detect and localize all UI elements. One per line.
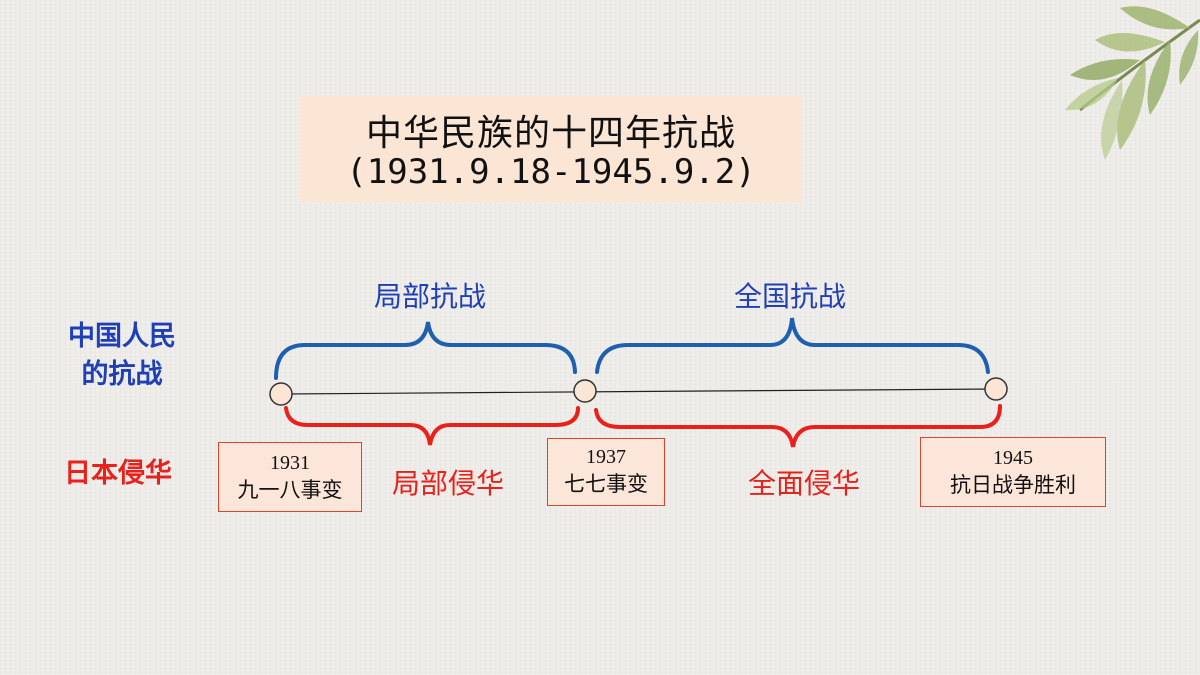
brace-japan-full bbox=[594, 404, 1002, 448]
japan-period-local: 局部侵华 bbox=[391, 467, 504, 500]
event-box-1945: 1945 抗日战争胜利 bbox=[920, 437, 1106, 507]
node-1937 bbox=[573, 379, 597, 403]
title-box: 中华民族的十四年抗战 (1931.9.18-1945.9.2) bbox=[300, 96, 802, 202]
china-row-label: 中国人民 的抗战 bbox=[68, 321, 176, 390]
japan-row-label: 日本侵华 bbox=[64, 458, 172, 489]
event-name: 抗日战争胜利 bbox=[950, 473, 1076, 497]
japan-period-full: 全面侵华 bbox=[747, 467, 860, 500]
event-year: 1931 bbox=[270, 452, 310, 474]
event-year: 1937 bbox=[586, 446, 626, 468]
event-name: 七七事变 bbox=[564, 472, 648, 496]
event-year: 1945 bbox=[993, 447, 1033, 469]
timeline-line bbox=[281, 388, 997, 395]
brace-china-local bbox=[274, 321, 577, 380]
node-1931 bbox=[269, 382, 293, 406]
page-subtitle-dates: (1931.9.18-1945.9.2) bbox=[346, 152, 756, 192]
node-1945 bbox=[984, 377, 1008, 401]
china-period-local: 局部抗战 bbox=[373, 280, 486, 313]
event-box-1931: 1931 九一八事变 bbox=[218, 442, 362, 512]
page-title: 中华民族的十四年抗战 bbox=[365, 113, 736, 154]
event-box-1937: 1937 七七事变 bbox=[547, 438, 665, 506]
china-period-national: 全国抗战 bbox=[733, 280, 846, 313]
brace-china-national bbox=[595, 317, 990, 374]
brace-japan-local bbox=[284, 406, 580, 446]
event-name: 九一八事变 bbox=[237, 478, 343, 502]
